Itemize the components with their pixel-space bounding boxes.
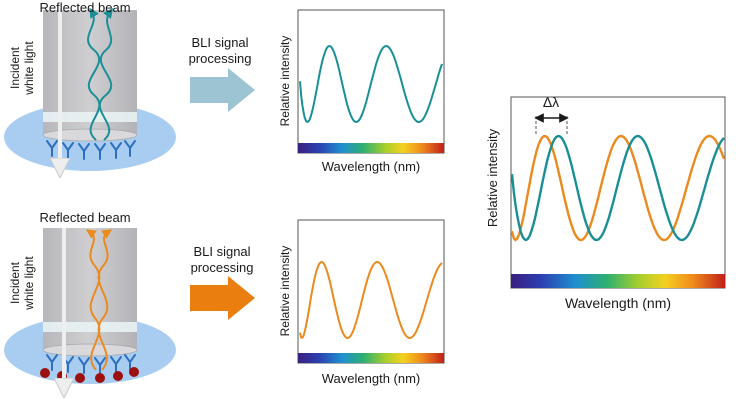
top-chart-xlabel: Wavelength (nm) xyxy=(322,159,421,174)
processing-label-line1: BLI signal xyxy=(191,35,248,50)
comparison-curve-orange xyxy=(510,134,726,242)
bottom-biosensor: Reflected beam Incident white light xyxy=(4,210,176,388)
analyte-molecule xyxy=(95,373,105,383)
comparison-spectrum-bar xyxy=(511,274,725,288)
reflected-beam-label: Reflected beam xyxy=(39,0,130,15)
reflected-wave-teal-2 xyxy=(98,8,114,141)
processing-arrow-light xyxy=(190,68,255,112)
incident-label-line1: Incident xyxy=(8,46,22,89)
processing-label-line2: processing xyxy=(189,51,252,66)
bottom-chart-frame xyxy=(297,219,445,364)
comparison-xlabel: Wavelength (nm) xyxy=(565,295,671,311)
top-chart-curve xyxy=(299,44,443,124)
analyte-molecule xyxy=(75,373,85,383)
analyte-molecule xyxy=(129,367,139,377)
sensor-tip-bottom xyxy=(42,343,138,357)
processing-label-line2: processing xyxy=(191,260,254,275)
top-biosensor: Reflected beam Incident white light xyxy=(4,0,176,171)
top-chart-spectrum-bar xyxy=(298,143,444,153)
comparison-chart: Δλ Relative intensity Wavelength (nm) xyxy=(485,94,726,311)
bottom-chart-curve xyxy=(299,260,443,340)
coating-band xyxy=(43,322,137,332)
comparison-ylabel: Relative intensity xyxy=(485,128,500,227)
analyte-molecule xyxy=(40,368,50,378)
comparison-chart-frame xyxy=(510,96,726,289)
reflected-beam-label: Reflected beam xyxy=(39,210,130,225)
reflected-wave-teal-1 xyxy=(87,7,101,141)
bottom-chart-xlabel: Wavelength (nm) xyxy=(322,371,421,386)
bottom-chart-spectrum-bar xyxy=(298,353,444,363)
analyte-molecule xyxy=(113,371,123,381)
coating-band xyxy=(43,112,137,122)
reflected-wave-orange-2 xyxy=(97,229,113,371)
processing-arrow-orange xyxy=(190,276,255,320)
bottom-chart-ylabel: Relative intensity xyxy=(278,246,292,337)
processing-label-line1: BLI signal xyxy=(193,244,250,259)
incident-label-line2: white light xyxy=(22,256,36,311)
top-chart: Relative intensity Wavelength (nm) xyxy=(278,9,445,174)
top-processing: BLI signal processing xyxy=(189,35,255,112)
reflected-wave-orange-1 xyxy=(85,229,101,371)
incident-label-line1: Incident xyxy=(8,261,22,304)
bottom-chart: Relative intensity Wavelength (nm) xyxy=(278,219,445,386)
bottom-processing: BLI signal processing xyxy=(190,244,255,320)
top-chart-ylabel: Relative intensity xyxy=(278,36,292,127)
comparison-curve-teal xyxy=(510,134,725,242)
shift-label: Δλ xyxy=(543,94,559,110)
incident-label-line2: white light xyxy=(22,41,36,96)
